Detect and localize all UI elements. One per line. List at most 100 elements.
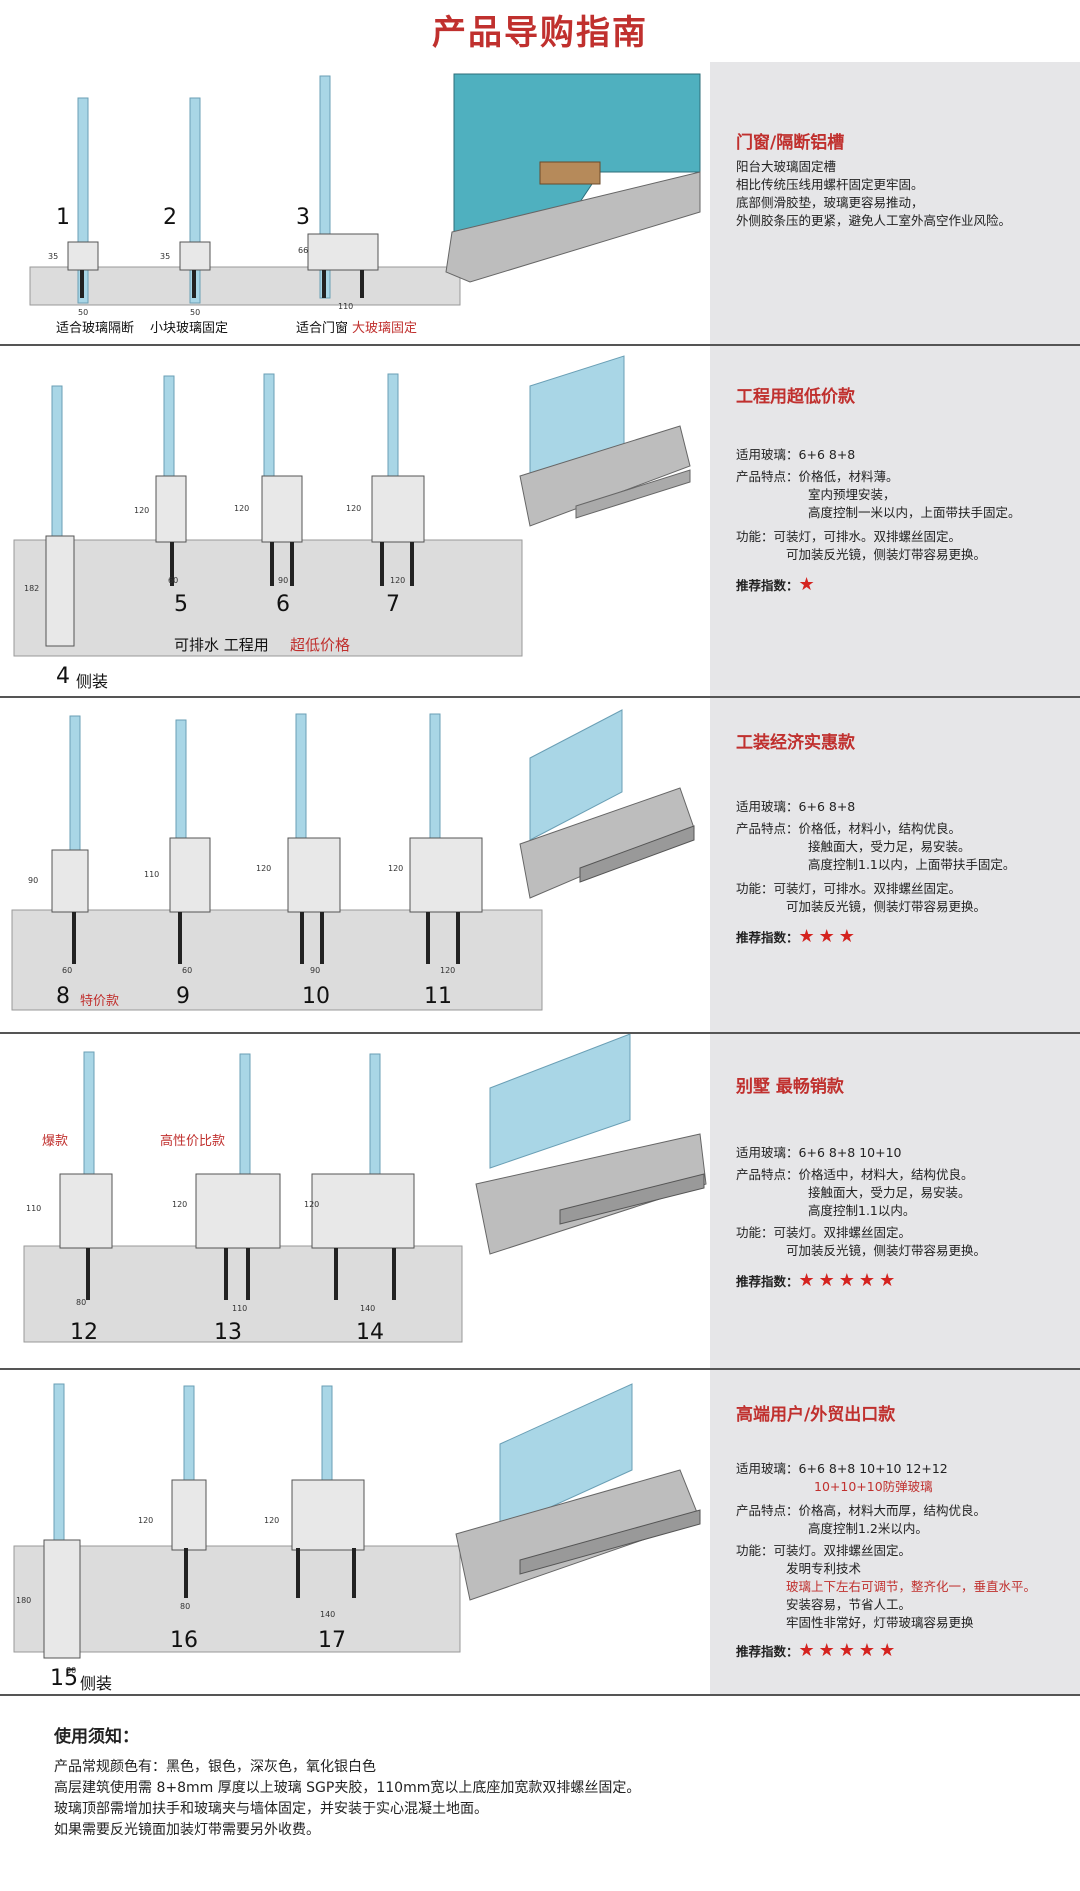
star-rating-icon: ★	[798, 574, 819, 595]
section-caption-highlight: 超低价格	[290, 636, 351, 654]
spec-label: 功能：	[736, 529, 774, 544]
spec-value: 6+6 8+8	[798, 447, 856, 462]
spec-features: 产品特点：价格高，材料大而厚，结构优良。 高度控制1.2米以内。	[736, 1502, 986, 1538]
spec-function: 功能：可装灯，可排水。双排螺丝固定。 可加装反光镜，侧装灯带容易更换。	[736, 880, 986, 916]
rating-label: 推荐指数：	[736, 930, 799, 945]
side-mount-label: 侧装	[76, 672, 109, 691]
section-divider	[0, 1032, 1080, 1034]
profile-caption: 适合玻璃隔断	[56, 321, 135, 336]
description-line: 外侧胶条压的更紧，避免人工室外高空作业风险。	[736, 213, 1012, 228]
spec-value: 价格低，材料薄。	[798, 469, 899, 484]
spec-features: 产品特点：价格适中，材料大，结构优良。 接触面大，受力足，易安装。 高度控制1.…	[736, 1166, 974, 1220]
section-divider	[0, 344, 1080, 346]
profile-number: 5	[174, 592, 188, 617]
dim-label: 35	[48, 252, 59, 261]
profile-number: 8	[56, 984, 70, 1009]
profile-illustrations	[23, 1034, 707, 1343]
dim-label: 120	[264, 1516, 280, 1525]
dim-label: 140	[360, 1304, 376, 1313]
spec-value: 可加装反光镜，侧装灯带容易更换。	[786, 899, 987, 914]
section-info-panel: 别墅 最畅销款 适用玻璃：6+6 8+8 10+10 产品特点：价格适中，材料大…	[710, 1034, 1080, 1368]
dim-label: 110	[232, 1304, 248, 1313]
section-left: 90 110 120 120 60 60 90 120 8 特价款 9 10 1…	[0, 698, 708, 1032]
spec-value: 可装灯。双排螺丝固定。	[773, 1225, 912, 1240]
dim-label: 60	[62, 966, 73, 975]
dim-label: 110	[26, 1204, 42, 1213]
section-divider	[0, 1368, 1080, 1370]
spec-value: 牢固性非常好，灯带玻璃容易更换	[786, 1615, 974, 1630]
profile-illustrations	[13, 355, 691, 657]
spec-value: 高度控制一米以内，上面带扶手固定。	[808, 505, 1021, 520]
section-door-window: 35 35 66 50 50 110 1 2 3 适合玻璃隔断 小块玻璃固定 适…	[0, 62, 1080, 344]
section-economy: 90 110 120 120 60 60 90 120 8 特价款 9 10 1…	[0, 698, 1080, 1032]
spec-value: 安装容易，节省人工。	[786, 1597, 912, 1612]
spec-value: 价格高，材料大而厚，结构优良。	[798, 1503, 987, 1518]
spec-glass: 适用玻璃：6+6 8+8	[736, 798, 855, 816]
usage-notes: 使用须知： 产品常规颜色有：黑色，银色，深灰色，氧化银白色 高层建筑使用需 8+…	[54, 1722, 1034, 1841]
dim-label: 120	[390, 576, 406, 585]
spec-label: 适用玻璃：	[736, 1145, 799, 1160]
profile-number: 1	[56, 205, 70, 230]
section-left: 180 120 120 80 80 140 15 侧装 16 17	[0, 1370, 708, 1694]
spec-label: 功能：	[736, 1225, 774, 1240]
spec-value: 高度控制1.1以内，上面带扶手固定。	[808, 857, 1016, 872]
section-villa: 爆款 高性价比款 110 120 120 80 110 140 12 13 14…	[0, 1034, 1080, 1368]
notes-line: 产品常规颜色有：黑色，银色，深灰色，氧化银白色	[54, 1759, 376, 1775]
dim-label: 60	[182, 966, 193, 975]
profile-illustrations	[11, 709, 695, 1011]
profile-number: 4	[56, 664, 70, 689]
spec-function: 功能：可装灯。双排螺丝固定。 发明专利技术 玻璃上下左右可调节，整齐化一，垂直水…	[736, 1542, 1036, 1632]
section-title: 别墅 最畅销款	[736, 1077, 844, 1097]
spec-value: 6+6 8+8 10+10 12+12	[798, 1461, 948, 1476]
description-line: 底部侧滑胶垫，玻璃更容易推动，	[736, 195, 924, 210]
dim-label: 80	[66, 1666, 77, 1675]
spec-glass: 适用玻璃：6+6 8+8 10+10	[736, 1144, 902, 1162]
spec-label: 功能：	[736, 881, 774, 896]
profile-caption: 小块玻璃固定	[150, 321, 229, 336]
notes-heading: 使用须知：	[54, 1727, 139, 1747]
side-mount-label: 侧装	[80, 1674, 113, 1693]
spec-label: 适用玻璃：	[736, 447, 799, 462]
section-divider	[0, 696, 1080, 698]
rating: 推荐指数：★★★★★	[736, 1272, 899, 1291]
profile-caption: 适合门窗	[296, 321, 349, 336]
spec-label: 产品特点：	[736, 1503, 799, 1518]
section-title: 高端用户/外贸出口款	[736, 1405, 896, 1425]
profile-number: 16	[170, 1628, 198, 1653]
description-line: 阳台大玻璃固定槽	[736, 159, 837, 174]
spec-label: 产品特点：	[736, 821, 799, 836]
dim-label: 182	[24, 584, 40, 593]
spec-label: 产品特点：	[736, 1167, 799, 1182]
spec-value: 可装灯。双排螺丝固定。	[773, 1543, 912, 1558]
profile-number: 17	[318, 1628, 346, 1653]
spec-value: 接触面大，受力足，易安装。	[808, 1185, 971, 1200]
star-rating-icon: ★★★	[798, 926, 859, 947]
spec-value: 室内预埋安装，	[808, 487, 896, 502]
section-title: 工装经济实惠款	[736, 733, 855, 753]
spec-value: 高度控制1.1以内。	[808, 1203, 916, 1218]
dim-label: 90	[310, 966, 321, 975]
spec-value: 可加装反光镜，侧装灯带容易更换。	[786, 1243, 987, 1258]
section-premium-export: 180 120 120 80 80 140 15 侧装 16 17 高端用户/外…	[0, 1370, 1080, 1694]
special-price-label: 特价款	[80, 994, 120, 1009]
notes-line: 高层建筑使用需 8+8mm 厚度以上玻璃 SGP夹胶，110mm宽以上底座加宽款…	[54, 1780, 641, 1796]
dim-label: 120	[138, 1516, 154, 1525]
spec-glass: 适用玻璃：6+6 8+8	[736, 446, 855, 464]
spec-value: 可装灯，可排水。双排螺丝固定。	[773, 881, 962, 896]
dim-label: 80	[76, 1298, 87, 1307]
profile-number: 12	[70, 1320, 98, 1345]
hot-seller-label: 爆款	[42, 1134, 69, 1149]
rating: 推荐指数：★★★★★	[736, 1642, 899, 1661]
dim-label: 110	[144, 870, 160, 879]
spec-value: 接触面大，受力足，易安装。	[808, 839, 971, 854]
spec-features: 产品特点：价格低，材料小，结构优良。 接触面大，受力足，易安装。 高度控制1.1…	[736, 820, 1015, 874]
section-caption: 可排水 工程用	[174, 636, 269, 654]
dim-label: 60	[168, 576, 179, 585]
star-rating-icon: ★★★★★	[798, 1640, 900, 1661]
profile-illustrations	[29, 73, 701, 306]
profile-number: 13	[214, 1320, 242, 1345]
section-info-panel: 门窗/隔断铝槽 阳台大玻璃固定槽 相比传统压线用螺杆固定更牢固。 底部侧滑胶垫，…	[710, 62, 1080, 344]
dim-label: 120	[304, 1200, 320, 1209]
spec-label: 适用玻璃：	[736, 799, 799, 814]
dim-label: 120	[388, 864, 404, 873]
